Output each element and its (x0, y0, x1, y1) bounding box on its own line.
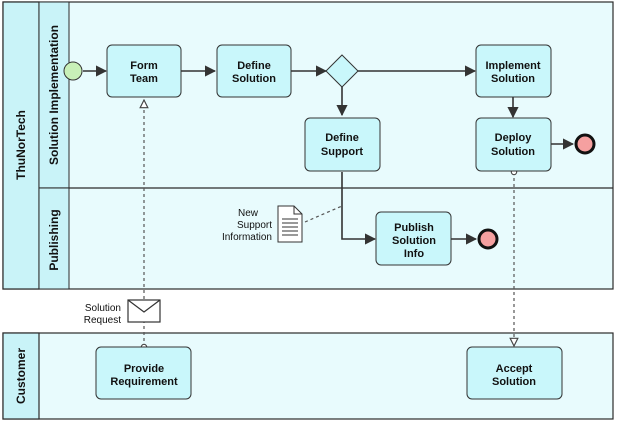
flow-define-support-to-publish (341, 172, 377, 245)
pool-customer-label: Customer (14, 348, 28, 404)
association-data-object (304, 205, 343, 223)
task-provide-requirement-line-2: Requirement (110, 376, 178, 388)
task-implement-solution[interactable]: Implement Solution (475, 44, 552, 98)
task-publish-line-3: Info (404, 248, 424, 260)
task-define-support-line-1: Define (325, 132, 359, 144)
data-object-document-icon (277, 205, 303, 243)
task-deploy-solution-line-1: Deploy (495, 132, 533, 144)
lane-publishing-header (38, 187, 70, 290)
task-publish-solution-info[interactable]: Publish Solution Info (375, 211, 452, 266)
data-object-label-line-1: New (238, 208, 259, 219)
pool-thunortech-label: ThuNorTech (14, 110, 28, 180)
task-publish-line-1: Publish (394, 222, 434, 234)
lane-solution-implementation-label: Solution Implementation (47, 25, 61, 165)
lane-solution-implementation-header (38, 1, 70, 189)
task-define-support[interactable]: Define Support (304, 117, 381, 172)
data-object-label-line-2: Support (237, 220, 272, 231)
task-define-support-line-2: Support (321, 146, 363, 158)
sequence-flows (83, 65, 575, 245)
task-implement-solution-line-1: Implement (485, 60, 540, 72)
task-accept-solution-line-1: Accept (496, 363, 533, 375)
task-form-team-line-2: Team (130, 73, 158, 85)
task-define-solution-line-2: Solution (232, 73, 276, 85)
task-publish-line-2: Solution (392, 235, 436, 247)
exclusive-gateway (325, 54, 359, 88)
task-implement-solution-line-2: Solution (491, 73, 535, 85)
message-envelope-icon (127, 299, 161, 323)
task-form-team[interactable]: Form Team (106, 44, 182, 98)
task-define-solution[interactable]: Define Solution (216, 44, 292, 98)
start-event (63, 61, 83, 81)
end-event-deploy (574, 133, 596, 155)
task-accept-solution[interactable]: Accept Solution (466, 346, 563, 400)
task-deploy-solution-line-2: Solution (491, 146, 535, 158)
task-define-solution-line-1: Define (237, 60, 271, 72)
end-event-publish (477, 228, 499, 250)
task-deploy-solution[interactable]: Deploy Solution (475, 117, 552, 172)
message-flows (144, 100, 514, 347)
data-object-label-line-3: Information (222, 232, 272, 243)
task-accept-solution-line-2: Solution (492, 376, 536, 388)
message-label-line-1: Solution (85, 303, 121, 314)
task-provide-requirement-line-1: Provide (124, 363, 164, 375)
message-label-line-2: Request (84, 315, 121, 326)
task-provide-requirement[interactable]: Provide Requirement (95, 346, 192, 400)
task-form-team-line-1: Form (130, 60, 158, 72)
lane-publishing-label: Publishing (47, 209, 61, 270)
